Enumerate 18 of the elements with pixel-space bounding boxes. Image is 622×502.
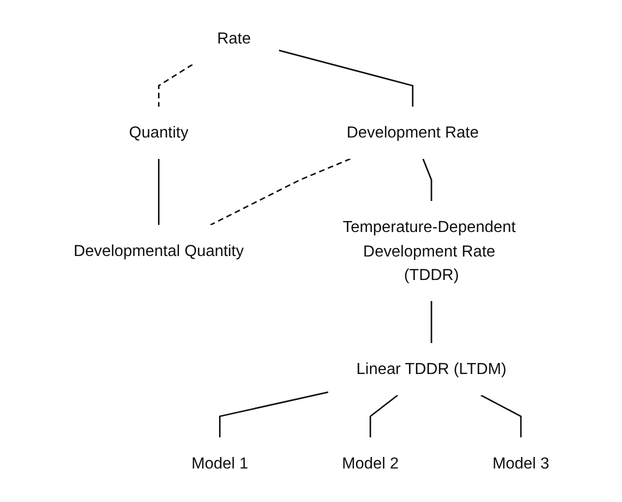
node-text: Quantity [128,124,188,142]
node-text: Model 3 [492,454,549,472]
node-text: Linear TDDR (LTDM) [356,360,506,378]
connector [158,64,192,107]
connector [158,158,160,225]
node-text: Development Rate [346,124,478,142]
connector [278,50,413,107]
connector [430,300,432,344]
connector [369,394,398,438]
node-text: Rate [216,29,250,48]
connector [422,158,432,202]
node-text: Temperature-Dependent Development Rate (TDDR) [342,218,516,284]
node-text: Model 2 [342,454,398,472]
connector [210,158,350,226]
connector [218,391,328,438]
connector [480,394,522,438]
node-text: Developmental Quantity [73,242,244,260]
node-text: Model 1 [191,454,248,472]
